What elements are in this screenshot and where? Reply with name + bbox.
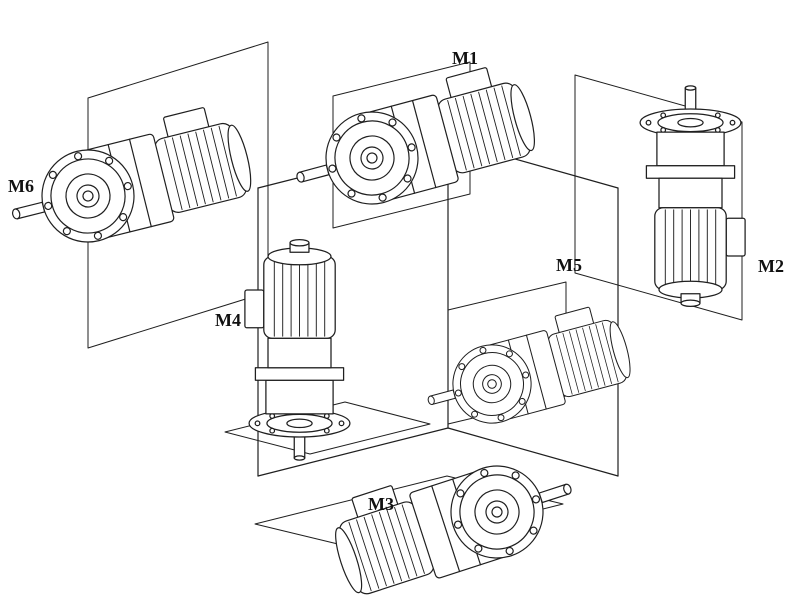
label-m6: M6	[8, 176, 34, 196]
gearmotor-m6	[0, 99, 259, 260]
gearmotor-m2	[639, 85, 746, 308]
gearmotor-m5	[415, 299, 638, 440]
gearmotor-m4	[244, 238, 351, 461]
label-m3: M3	[368, 494, 394, 514]
label-m2: M2	[758, 256, 784, 276]
cube-edge	[447, 427, 619, 477]
label-m5: M5	[556, 255, 582, 275]
gearmotor-m1	[281, 58, 543, 224]
gearmotor-m3	[322, 432, 586, 608]
cube-edge	[257, 427, 449, 477]
label-m4: M4	[215, 310, 241, 330]
mounting-plane-m1	[332, 61, 471, 229]
label-m1: M1	[452, 48, 478, 68]
